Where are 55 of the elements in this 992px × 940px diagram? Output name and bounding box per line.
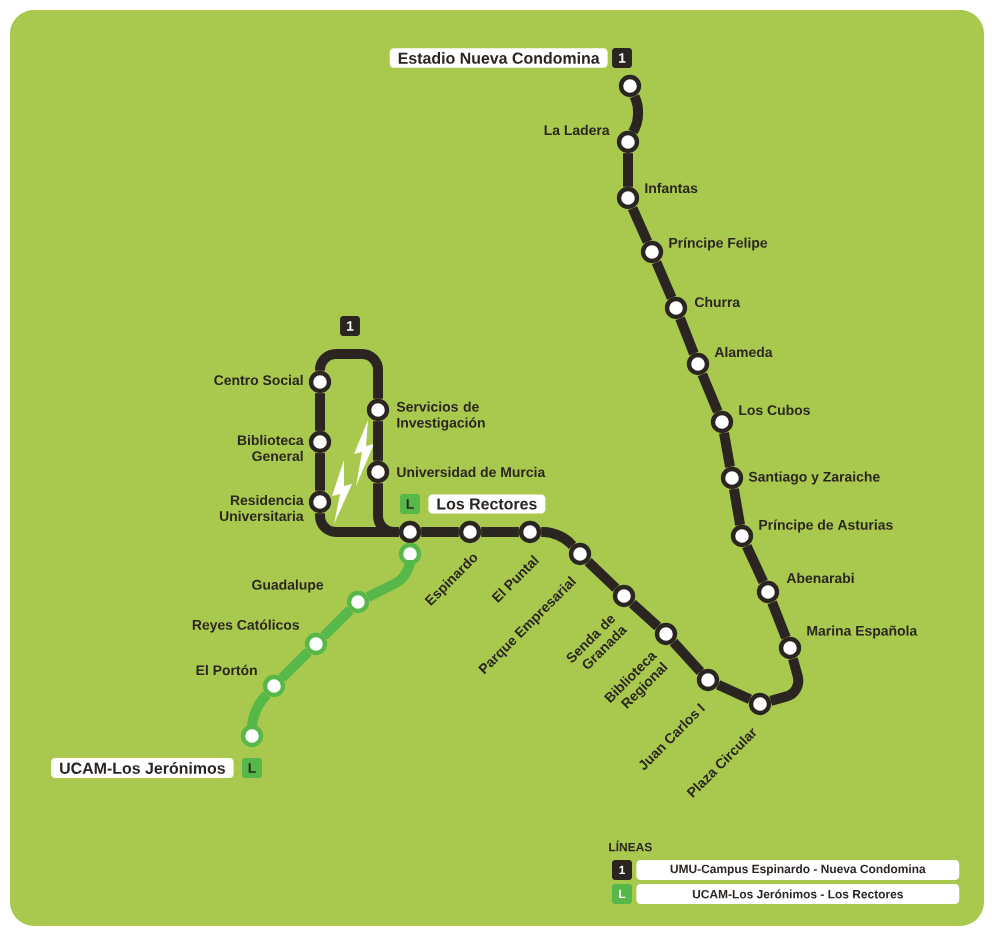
- station-dot: [568, 542, 592, 566]
- station-dot: [346, 590, 370, 614]
- track-line: [697, 372, 723, 414]
- station-dot: [756, 580, 780, 604]
- station-dot: [612, 584, 636, 608]
- station-dot: [616, 186, 640, 210]
- station-dot: [720, 466, 744, 490]
- station-dot: [240, 724, 264, 748]
- track-line: [584, 558, 620, 592]
- track-line: [320, 606, 354, 640]
- station-dot: [366, 460, 390, 484]
- track-line: [365, 555, 415, 602]
- station-dot: [616, 130, 640, 154]
- station-dot: [518, 520, 542, 544]
- track-line: [539, 527, 577, 550]
- station-dot: [308, 430, 332, 454]
- station-dot: [308, 370, 332, 394]
- station-dot: [710, 410, 734, 434]
- station-dot: [696, 668, 720, 692]
- track-line: [315, 453, 325, 491]
- track-line: [719, 432, 735, 468]
- track-line: [623, 153, 633, 187]
- station-dot: [686, 352, 710, 376]
- station-dot: [730, 524, 754, 548]
- track-line: [651, 260, 677, 300]
- track-line: [628, 599, 662, 631]
- track-line: [742, 544, 768, 584]
- track-line: [315, 349, 383, 399]
- track-line: [373, 421, 383, 461]
- station-dot: [308, 490, 332, 514]
- station-dot: [748, 692, 772, 716]
- track-line: [675, 316, 699, 356]
- track-line: [481, 527, 519, 537]
- station-dot: [654, 622, 678, 646]
- track-line: [278, 648, 312, 682]
- track-line: [769, 657, 804, 706]
- station-dot: [778, 636, 802, 660]
- track-line: [421, 527, 459, 537]
- track-line: [315, 393, 325, 431]
- track-line: [716, 680, 752, 704]
- track-line: [669, 638, 705, 676]
- station-dot: [398, 542, 422, 566]
- track-line: [767, 600, 791, 640]
- station-dot: [664, 296, 688, 320]
- station-dot: [458, 520, 482, 544]
- track-line: [315, 511, 399, 537]
- station-dot: [398, 520, 422, 544]
- station-dot: [304, 632, 328, 656]
- station-dot: [366, 398, 390, 422]
- station-dot: [640, 240, 664, 264]
- station-dot: [618, 74, 642, 98]
- track-line: [729, 488, 745, 526]
- track-line: [628, 206, 653, 244]
- station-dot: [262, 674, 286, 698]
- track-line: [628, 94, 644, 135]
